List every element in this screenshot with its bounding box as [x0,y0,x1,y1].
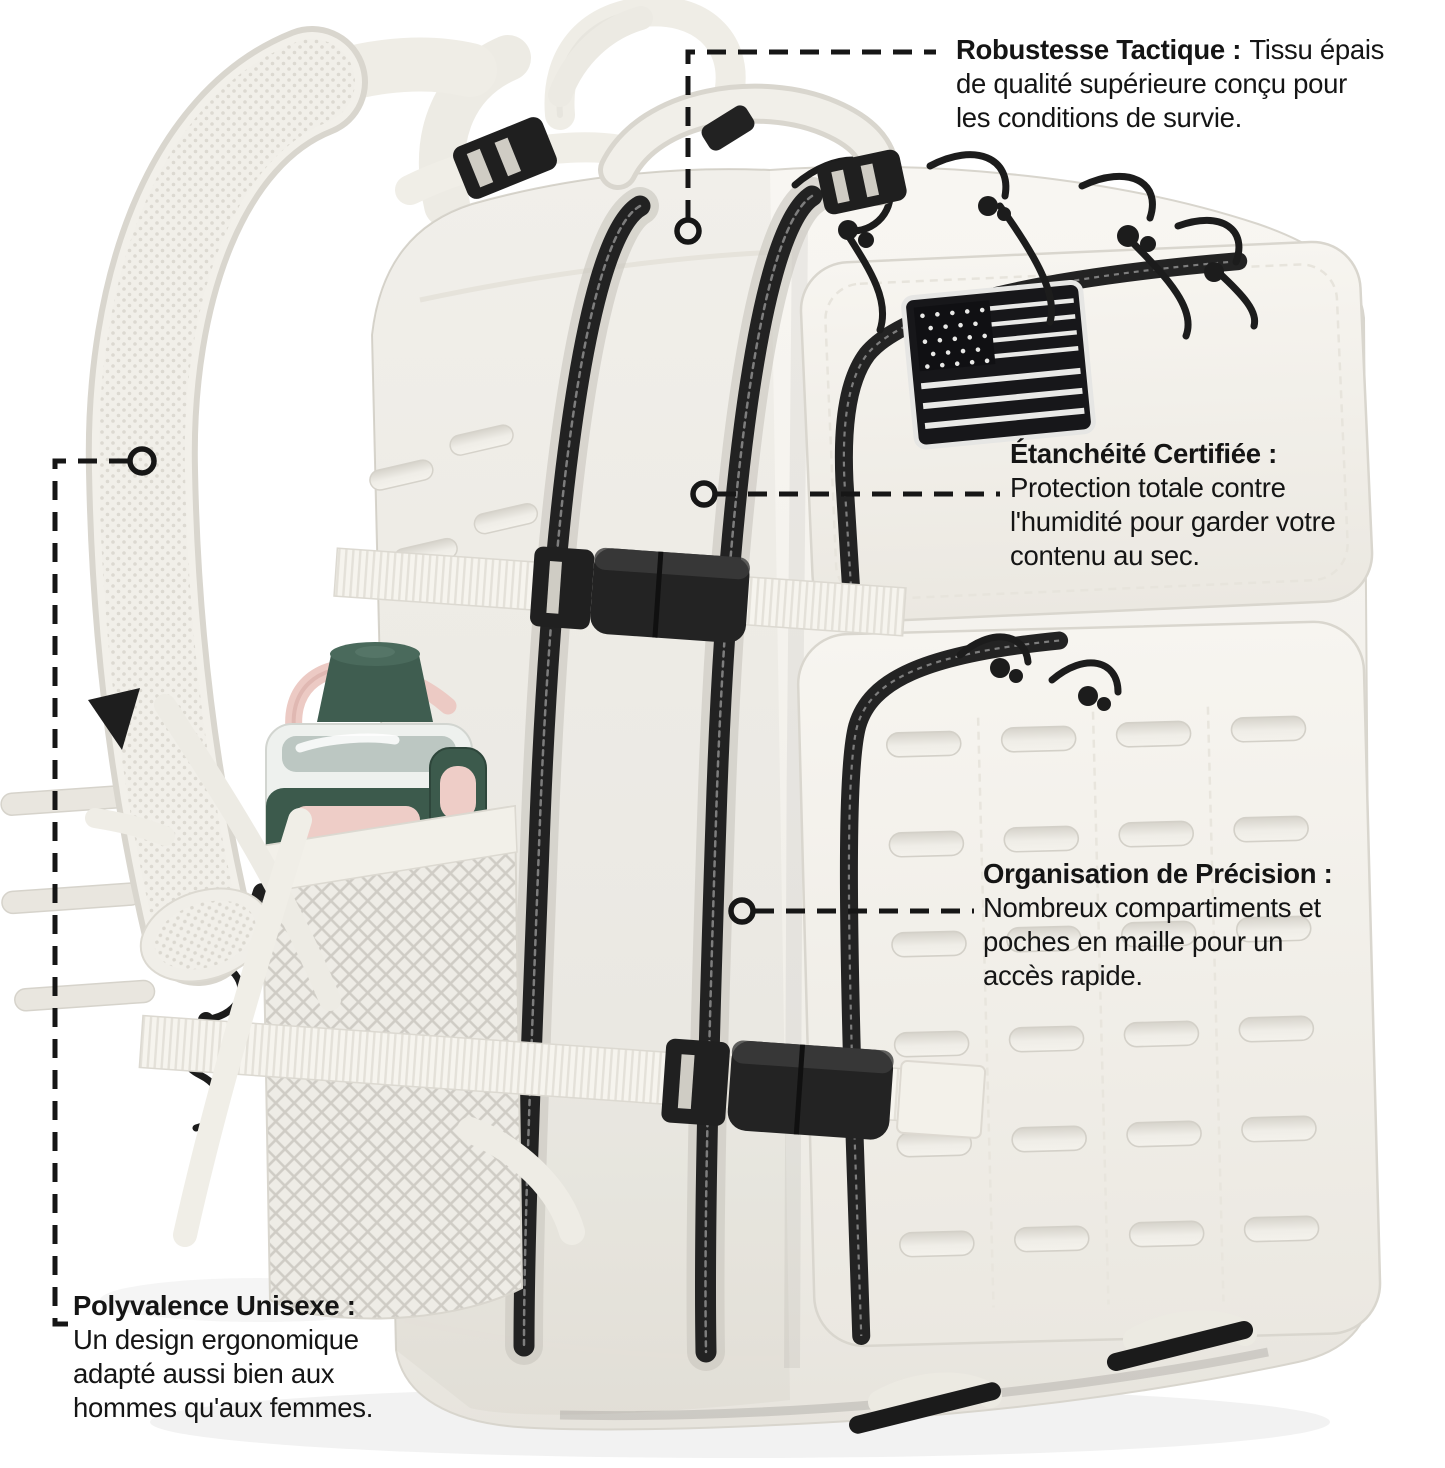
paracord-pulls [791,151,1259,711]
loose-straps [85,694,585,1247]
annotation-body-line: de qualité supérieure conçu pour [956,68,1347,99]
annotation-robustesse: Robustesse Tactique :Tissu épais de qual… [956,33,1445,135]
ladderlock-buckle [817,149,907,215]
top-pouch [799,240,1374,624]
annotation-body-line: les conditions de survie. [956,102,1242,133]
annotation-body-line: hommes qu'aux femmes. [73,1392,374,1423]
main-zippers [505,177,831,1371]
callout-lines [52,49,1000,1327]
callout-ring [690,480,718,508]
annotation-title: Robustesse Tactique : [956,34,1242,65]
annotation-body-line: accès rapide. [983,960,1143,991]
ladderlock-buckle [453,117,557,199]
bottom-hardware [849,1310,1257,1434]
annotation-body-line: l'humidité pour garder votre [1010,506,1336,537]
callout-line-robustesse [685,49,936,219]
callout-ring [728,897,756,925]
shoulder-strap [85,26,497,986]
compression-strap-upper [333,546,907,643]
annotation-body-line: adapté aussi bien aux [73,1358,335,1389]
annotation-body-line: Nombreux compartiments et [983,892,1321,923]
side-release-buckle [530,546,750,643]
annotation-body-line: Un design ergonomique [73,1324,359,1355]
annotation-polyvalence: Polyvalence Unisexe : Un design ergonomi… [73,1289,453,1425]
annotation-title: Polyvalence Unisexe : [73,1290,356,1321]
annotation-body-line: contenu au sec. [1010,540,1200,571]
annotation-body-line: Protection totale contre [1010,472,1286,503]
side-release-buckle [661,1038,987,1140]
callout-ring [674,217,702,245]
lower-pouch [796,620,1382,1348]
top-handle [395,83,907,215]
annotation-body-line: poches en maille pour un [983,926,1284,957]
strap-clamp [701,105,755,151]
annotation-body-line: Tissu épais [1249,34,1385,65]
annotation-title: Étanchéité Certifiée : [1010,438,1277,469]
annotation-title: Organisation de Précision : [983,858,1333,889]
molle-grid [885,715,1320,1258]
us-flag-patch [901,279,1096,450]
compression-strap-lower [138,1014,987,1140]
callout-line-polyvalence [52,458,128,1327]
annotation-etancheite: Étanchéité Certifiée : Protection totale… [1010,437,1430,573]
strap-end-pad [139,887,271,983]
annotation-organisation: Organisation de Précision : Nombreux com… [983,857,1413,993]
callout-ring [127,446,157,476]
